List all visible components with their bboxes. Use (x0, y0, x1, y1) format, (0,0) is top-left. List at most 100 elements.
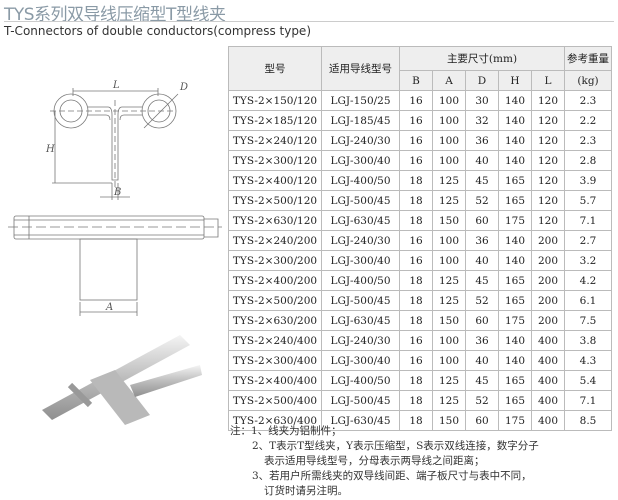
cell-b: 18 (399, 410, 433, 431)
cell-wire: LGJ-500/45 (321, 290, 400, 311)
cell-l: 400 (531, 410, 565, 431)
cell-b: 16 (399, 90, 433, 111)
note-line: 订货时请另注明。 (264, 485, 348, 497)
cell-h: 140 (498, 110, 532, 131)
header-dims: 主要尺寸(mm) (399, 46, 565, 71)
cell-model: TYS-2×400/400 (228, 370, 322, 391)
cell-l: 120 (531, 110, 565, 131)
cell-h: 140 (498, 250, 532, 271)
cell-b: 18 (399, 290, 433, 311)
cell-l: 200 (531, 250, 565, 271)
cell-model: TYS-2×500/120 (228, 190, 322, 211)
cell-l: 400 (531, 350, 565, 371)
cell-weight: 2.3 (564, 90, 612, 111)
dim-label-L: L (112, 80, 120, 91)
cell-b: 16 (399, 110, 433, 131)
cell-wire: LGJ-400/50 (321, 270, 400, 291)
cell-weight: 4.2 (564, 270, 612, 291)
cell-d: 52 (465, 190, 499, 211)
header-dim-b: B (399, 70, 433, 91)
cell-h: 140 (498, 230, 532, 251)
cell-b: 16 (399, 130, 433, 151)
cell-b: 18 (399, 270, 433, 291)
cell-l: 120 (531, 170, 565, 191)
cell-d: 52 (465, 290, 499, 311)
notes: 注：1、线夹为铝制件； 2、T表示T型线夹，Y表示压缩型，S表示双线连接，数字分… (230, 424, 539, 499)
dim-label-H: H (45, 144, 55, 155)
cell-d: 40 (465, 350, 499, 371)
cell-weight: 6.1 (564, 290, 612, 311)
cell-wire: LGJ-185/45 (321, 110, 400, 131)
cell-weight: 7.5 (564, 310, 612, 331)
cell-b: 18 (399, 170, 433, 191)
cell-model: TYS-2×150/120 (228, 90, 322, 111)
cell-b: 18 (399, 370, 433, 391)
cell-weight: 7.1 (564, 210, 612, 231)
cell-l: 120 (531, 90, 565, 111)
cell-a: 100 (432, 230, 466, 251)
cell-d: 36 (465, 230, 499, 251)
cell-b: 16 (399, 330, 433, 351)
cell-a: 100 (432, 150, 466, 171)
cell-b: 16 (399, 250, 433, 271)
cell-model: TYS-2×400/200 (228, 270, 322, 291)
cell-a: 100 (432, 330, 466, 351)
cell-wire: LGJ-240/30 (321, 230, 400, 251)
cell-d: 36 (465, 130, 499, 151)
cell-a: 150 (432, 310, 466, 331)
cell-model: TYS-2×240/200 (228, 230, 322, 251)
cell-wire: LGJ-300/40 (321, 250, 400, 271)
cell-d: 45 (465, 370, 499, 391)
cell-d: 52 (465, 390, 499, 411)
cell-d: 60 (465, 210, 499, 231)
cell-wire: LGJ-300/40 (321, 350, 400, 371)
cell-model: TYS-2×630/200 (228, 310, 322, 331)
cell-model: TYS-2×300/200 (228, 250, 322, 271)
header-wire: 适用导线型号 (321, 46, 400, 91)
cell-wire: LGJ-150/25 (321, 90, 400, 111)
cell-b: 16 (399, 230, 433, 251)
cell-b: 18 (399, 190, 433, 211)
cell-b: 16 (399, 350, 433, 371)
cell-wire: LGJ-630/45 (321, 310, 400, 331)
cell-h: 140 (498, 350, 532, 371)
cell-weight: 2.3 (564, 130, 612, 151)
cell-a: 125 (432, 270, 466, 291)
note-line: 2、T表示T型线夹，Y表示压缩型，S表示双线连接，数字分子 (252, 440, 539, 452)
cell-wire: LGJ-500/45 (321, 390, 400, 411)
cell-h: 165 (498, 170, 532, 191)
cell-a: 100 (432, 250, 466, 271)
cell-h: 165 (498, 390, 532, 411)
cell-h: 165 (498, 190, 532, 211)
cell-d: 40 (465, 150, 499, 171)
cell-weight: 7.1 (564, 390, 612, 411)
cell-wire: LGJ-630/45 (321, 410, 400, 431)
cell-a: 125 (432, 190, 466, 211)
cell-l: 120 (531, 130, 565, 151)
cell-weight: 2.7 (564, 230, 612, 251)
cell-a: 100 (432, 130, 466, 151)
dim-label-B: B (113, 187, 121, 198)
cell-weight: 3.9 (564, 170, 612, 191)
cell-weight: 3.2 (564, 250, 612, 271)
cell-wire: LGJ-630/45 (321, 210, 400, 231)
header-dim-d: D (465, 70, 499, 91)
cell-wire: LGJ-400/50 (321, 170, 400, 191)
cell-model: TYS-2×185/120 (228, 110, 322, 131)
header-weight-unit: (kg) (564, 70, 612, 91)
cell-a: 100 (432, 110, 466, 131)
cell-weight: 4.3 (564, 350, 612, 371)
cell-a: 125 (432, 390, 466, 411)
cell-wire: LGJ-400/50 (321, 370, 400, 391)
cell-wire: LGJ-500/45 (321, 190, 400, 211)
cell-l: 200 (531, 270, 565, 291)
